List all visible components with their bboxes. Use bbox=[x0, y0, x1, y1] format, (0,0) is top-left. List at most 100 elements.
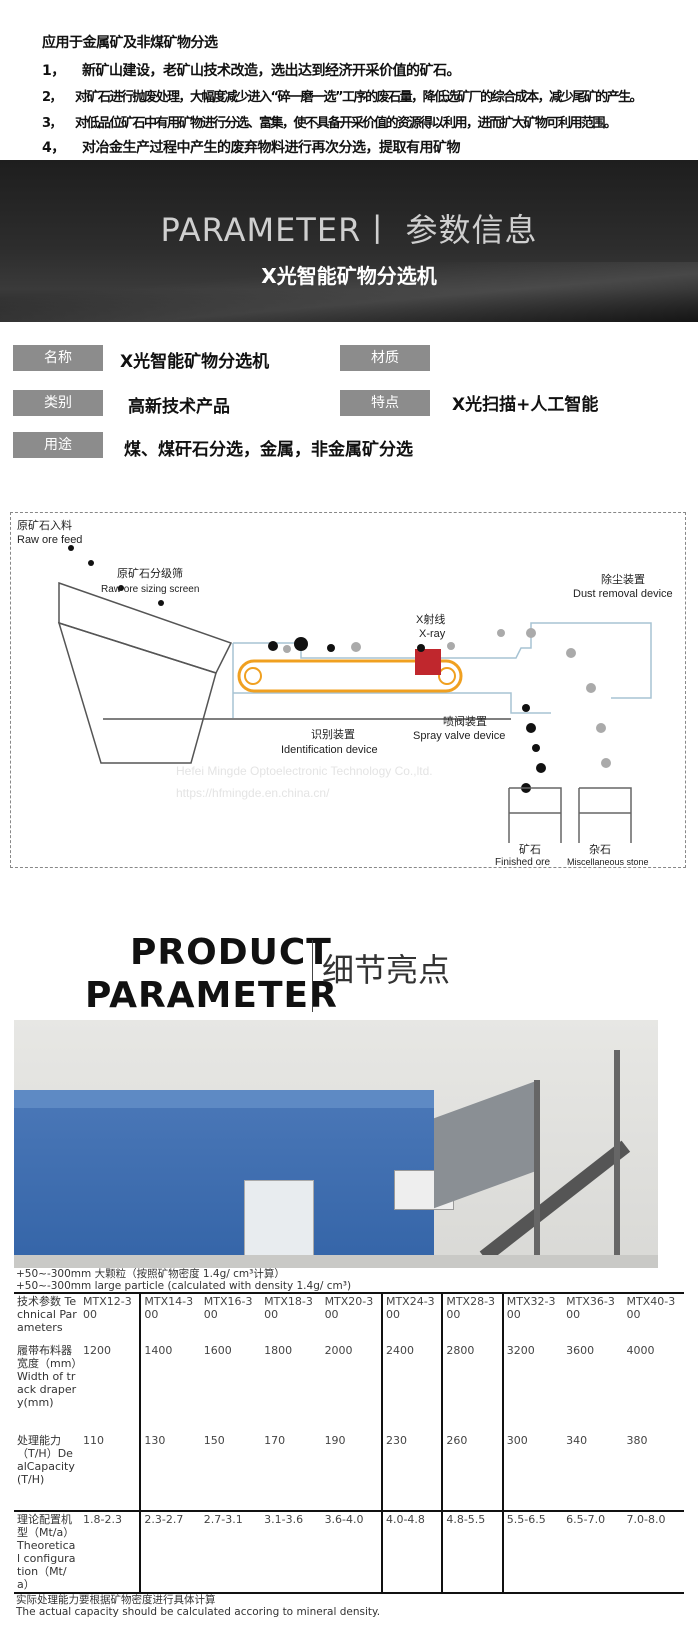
param-label-feature: 特点 bbox=[340, 390, 430, 416]
header-cell: MTX32-300 bbox=[501, 1292, 564, 1343]
cell: 260 bbox=[441, 1433, 503, 1512]
watermark: Hefei Mingde Optoelectronic Technology C… bbox=[176, 764, 433, 778]
cell: 3.6-4.0 bbox=[321, 1511, 382, 1594]
table-row: 履带布料器宽度（mm）Width of track drapery(mm) 12… bbox=[14, 1343, 684, 1433]
banner-title: PARAMETER丨 参数信息 bbox=[160, 211, 538, 249]
intro-item: 2， 对矿石进行抛废处理，大幅度减少进入“碎一磨一选”工序的废石量，降低选矿厂的综… bbox=[42, 86, 643, 105]
cell: 230 bbox=[380, 1433, 443, 1512]
intro-item: 4， 对冶金生产过程中产生的废弃物料进行再次分选，提取有用矿物 bbox=[42, 137, 461, 157]
header-cell: MTX18-300 bbox=[261, 1292, 322, 1343]
label-screen-cn: 原矿石分级筛 bbox=[117, 566, 183, 580]
cell: 6.5-7.0 bbox=[563, 1511, 624, 1594]
cell: 170 bbox=[261, 1433, 322, 1512]
intro-item: 1， 新矿山建设，老矿山技术改造，选出达到经济开采价值的矿石。 bbox=[42, 60, 461, 80]
label-misc-cn: 杂石 bbox=[589, 843, 611, 856]
header-cell: MTX14-300 bbox=[139, 1292, 201, 1343]
cell: 5.5-6.5 bbox=[501, 1511, 564, 1594]
header-cell: MTX36-300 bbox=[563, 1292, 624, 1343]
item-number: 2， bbox=[42, 90, 63, 105]
table-note-en: +50~-300mm large particle (calculated wi… bbox=[16, 1280, 352, 1292]
watermark-url: https://hfmingde.en.china.cn/ bbox=[176, 786, 330, 800]
spec-table: 技术参数 Technical Parameters MTX12-300 MTX1… bbox=[14, 1292, 684, 1594]
table-note-cn: +50~-300mm 大颗粒（按照矿物密度 1.4g/ cm³计算） bbox=[16, 1268, 285, 1280]
header-cell: 技术参数 Technical Parameters bbox=[14, 1292, 80, 1343]
param-value-category: 高新技术产品 bbox=[128, 397, 230, 417]
label-dust-en: Dust removal device bbox=[573, 588, 673, 600]
footer-note-cn: 实际处理能力要根据矿物密度进行具体计算 bbox=[16, 1594, 216, 1606]
label-ore-en: Finished ore bbox=[495, 857, 550, 868]
footer-note-en: The actual capacity should be calculated… bbox=[16, 1606, 381, 1618]
cell: 380 bbox=[623, 1433, 684, 1512]
header-cell: MTX24-300 bbox=[380, 1292, 443, 1343]
intro-heading: 应用于金属矿及非煤矿物分选 bbox=[42, 35, 218, 51]
header-cell: MTX28-300 bbox=[441, 1292, 503, 1343]
item-number: 3， bbox=[42, 116, 63, 131]
param-label-usage: 用途 bbox=[13, 432, 103, 458]
label-xray-cn: X射线 bbox=[416, 612, 445, 626]
cell: 1600 bbox=[203, 1344, 232, 1357]
product-heading-line2: PARAMETER bbox=[85, 975, 338, 1016]
param-value-usage: 煤、煤矸石分选，金属，非金属矿分选 bbox=[124, 440, 413, 460]
header-cell: MTX12-300 bbox=[80, 1292, 141, 1343]
cell: 110 bbox=[80, 1433, 141, 1512]
cell: 1400 bbox=[139, 1343, 201, 1433]
cell: 4.0-4.8 bbox=[380, 1511, 443, 1594]
item-number: 4， bbox=[42, 140, 65, 156]
param-value-feature: X光扫描+人工智能 bbox=[452, 395, 599, 415]
header-cell: MTX20-300 bbox=[321, 1292, 382, 1343]
label-screen-en: Raw ore sizing screen bbox=[101, 584, 199, 595]
cell: 2.7-3.1 bbox=[200, 1511, 262, 1594]
parameter-banner bbox=[0, 160, 698, 322]
cell: 1800 bbox=[264, 1344, 293, 1357]
item-text: 对低品位矿石中有用矿物进行分选、富集，使不具备开采价值的资源得以利用，进而扩大矿… bbox=[75, 116, 617, 131]
cell: 3600 bbox=[566, 1344, 595, 1357]
label-ident-cn: 识别装置 bbox=[311, 728, 355, 741]
label-spray-cn: 喷阀装置 bbox=[443, 714, 487, 728]
header-cell: MTX16-300 bbox=[200, 1292, 262, 1343]
spec-section: +50~-300mm 大颗粒（按照矿物密度 1.4g/ cm³计算） +50~-… bbox=[14, 1268, 684, 1618]
cell: 1.8-2.3 bbox=[80, 1511, 141, 1594]
cell: 3200 bbox=[501, 1343, 564, 1433]
item-number: 1， bbox=[42, 63, 65, 79]
header-cell: MTX40-300 bbox=[623, 1292, 684, 1343]
label-ident-en: Identification device bbox=[281, 744, 378, 756]
banner-subtitle: X光智能矿物分选机 bbox=[261, 264, 437, 288]
row-label: 处理能力（T/H）DealCapacity (T/H) bbox=[14, 1433, 80, 1512]
product-heading-cn: 细节亮点 bbox=[322, 951, 451, 989]
process-diagram: 原矿石入料 Raw ore feed 原矿石分级筛 Raw ore sizing… bbox=[10, 512, 686, 868]
param-label-name: 名称 bbox=[13, 345, 103, 371]
label-feed-en: Raw ore feed bbox=[17, 534, 82, 546]
product-heading-line1: PRODUCT bbox=[130, 932, 332, 973]
cell: 3.1-3.6 bbox=[261, 1511, 322, 1594]
item-text: 对矿石进行抛废处理，大幅度减少进入“碎一磨一选”工序的废石量，降低选矿厂的综合成… bbox=[75, 90, 643, 105]
item-text: 对冶金生产过程中产生的废弃物料进行再次分选，提取有用矿物 bbox=[82, 140, 461, 156]
row-label: 履带布料器宽度（mm）Width of track drapery(mm) bbox=[17, 1344, 77, 1409]
label-xray-en: X-ray bbox=[419, 628, 446, 640]
label-dust-cn: 除尘装置 bbox=[601, 572, 645, 586]
cell: 4.8-5.5 bbox=[441, 1511, 503, 1594]
table-header-row: 技术参数 Technical Parameters MTX12-300 MTX1… bbox=[14, 1292, 684, 1343]
label-misc-en: Miscellaneous stone bbox=[567, 857, 649, 867]
cell: 1200 bbox=[83, 1344, 111, 1357]
cell: 300 bbox=[501, 1433, 564, 1512]
cell: 2.3-2.7 bbox=[139, 1511, 201, 1594]
intro-item: 3， 对低品位矿石中有用矿物进行分选、富集，使不具备开采价值的资源得以利用，进而扩… bbox=[42, 112, 617, 131]
label-spray-en: Spray valve device bbox=[413, 730, 505, 742]
table-row: 理论配置机型（Mt/a）Theoretical configuration（Mt… bbox=[14, 1511, 684, 1594]
label-feed-cn: 原矿石入料 bbox=[17, 518, 72, 532]
cell: 150 bbox=[200, 1433, 262, 1512]
cell: 340 bbox=[563, 1433, 624, 1512]
product-photo bbox=[14, 1020, 658, 1268]
label-ore-cn: 矿石 bbox=[519, 843, 541, 856]
cell: 2400 bbox=[380, 1343, 443, 1433]
heading-divider bbox=[312, 940, 313, 1012]
param-label-category: 类别 bbox=[13, 390, 103, 416]
cell: 2000 bbox=[324, 1344, 353, 1357]
item-text: 新矿山建设，老矿山技术改造，选出达到经济开采价值的矿石。 bbox=[82, 63, 461, 79]
cell: 130 bbox=[139, 1433, 201, 1512]
cell: 190 bbox=[321, 1433, 382, 1512]
cell: 7.0-8.0 bbox=[623, 1511, 684, 1594]
row-label: 理论配置机型（Mt/a）Theoretical configuration（Mt… bbox=[14, 1511, 80, 1594]
param-label-material: 材质 bbox=[340, 345, 430, 371]
